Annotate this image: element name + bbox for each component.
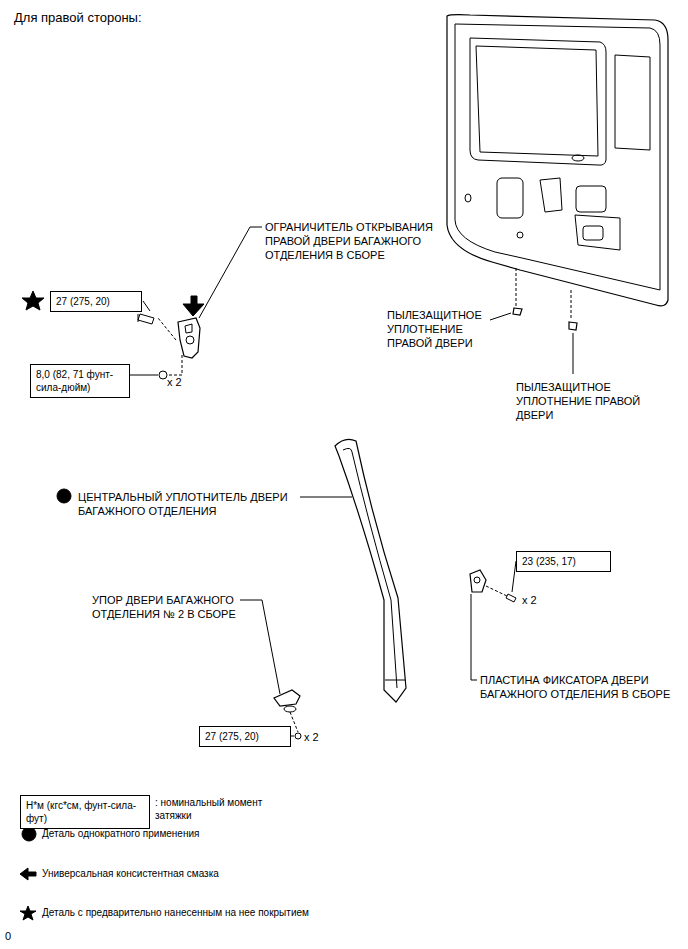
quantity-note: 0	[5, 929, 25, 943]
diagram-title: Для правой стороны:	[14, 11, 142, 25]
quantity-note: x 2	[167, 375, 197, 389]
torque-value: Н*м (кгс*см, фунт-сила-фут)	[26, 799, 144, 825]
torque-box: Н*м (кгс*см, фунт-сила-фут)	[20, 795, 150, 829]
part-name: ОГРАНИЧИТЕЛЬ ОТКРЫВАНИЯ ПРАВОЙ ДВЕРИ БАГ…	[265, 220, 470, 262]
legend-text: : номинальный момент затяжки	[155, 796, 295, 822]
part-name: ПЫЛЕЗАЩИТНОЕ УПЛОТНЕНИЕ ПРАВОЙ ДВЕРИ	[516, 380, 651, 422]
torque-value: 23 (235, 17)	[522, 555, 605, 568]
quantity-note: x 2	[522, 593, 552, 607]
torque-value: 8,0 (82, 71 фунт-сила-дюйм)	[36, 368, 124, 394]
torque-box: 27 (275, 20)	[50, 291, 142, 312]
part-name: ПЫЛЕЗАЩИТНОЕ УПЛОТНЕНИЕ ПРАВОЙ ДВЕРИ	[387, 308, 492, 350]
torque-value: 27 (275, 20)	[56, 295, 136, 308]
torque-box: 8,0 (82, 71 фунт-сила-дюйм)	[30, 364, 130, 398]
part-name: ЦЕНТРАЛЬНЫЙ УПЛОТНИТЕЛЬ ДВЕРИ БАГАЖНОГО …	[78, 490, 303, 518]
quantity-note: x 2	[304, 730, 334, 744]
legend-text: Деталь с предварительно нанесенным на не…	[42, 906, 442, 919]
legend-text: Универсальная консистентная смазка	[42, 867, 342, 880]
part-name: ПЛАСТИНА ФИКСАТОРА ДВЕРИ БАГАЖНОГО ОТДЕЛ…	[480, 673, 675, 701]
torque-value: 27 (275, 20)	[205, 730, 285, 743]
part-name: УПОР ДВЕРИ БАГАЖНОГО ОТДЕЛЕНИЯ № 2 В СБО…	[92, 593, 252, 621]
torque-box: 23 (235, 17)	[516, 551, 611, 572]
legend-text: Деталь однократного применения	[42, 827, 342, 840]
torque-box: 27 (275, 20)	[199, 726, 291, 747]
